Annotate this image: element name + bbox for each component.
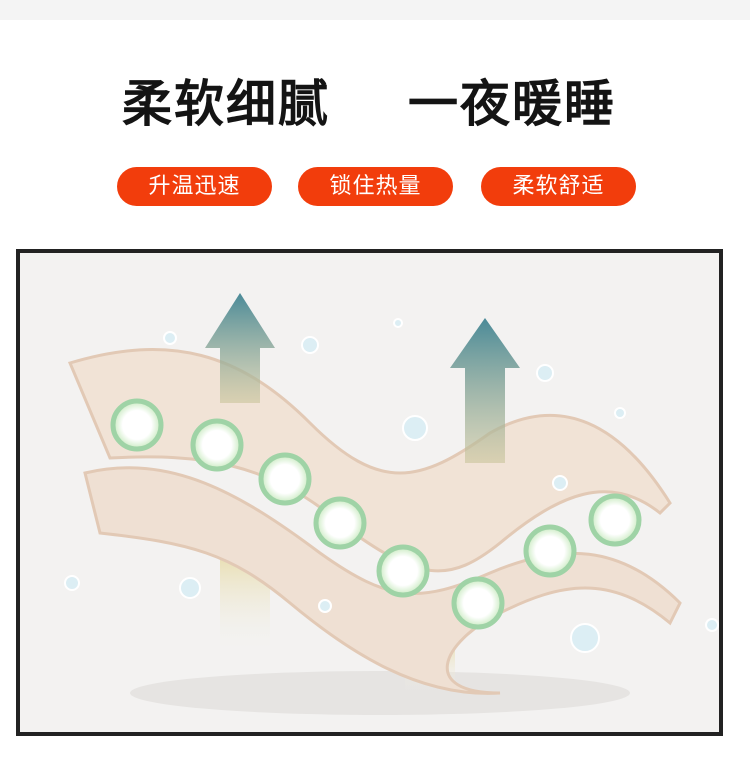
fabric-lower-layer [83,466,682,695]
headline-right: 一夜暖睡 [408,75,616,133]
moisture-arrow-right [450,318,520,463]
badge-soft-comfort: 柔软舒适 [481,167,636,206]
headline: 柔软细腻 一夜暖睡 [0,72,750,136]
headline-left: 柔软细腻 [122,75,330,133]
badge-lock-heat: 锁住热量 [298,167,453,206]
moisture-arrow-left [205,293,275,403]
top-band [0,0,750,20]
bubbles [64,318,719,653]
shadow [130,671,630,715]
fabric-illustration [16,249,723,736]
fabric-layers-graphic [64,293,719,715]
badge-fast-warming: 升温迅速 [117,167,272,206]
circulation-icons [110,398,642,630]
